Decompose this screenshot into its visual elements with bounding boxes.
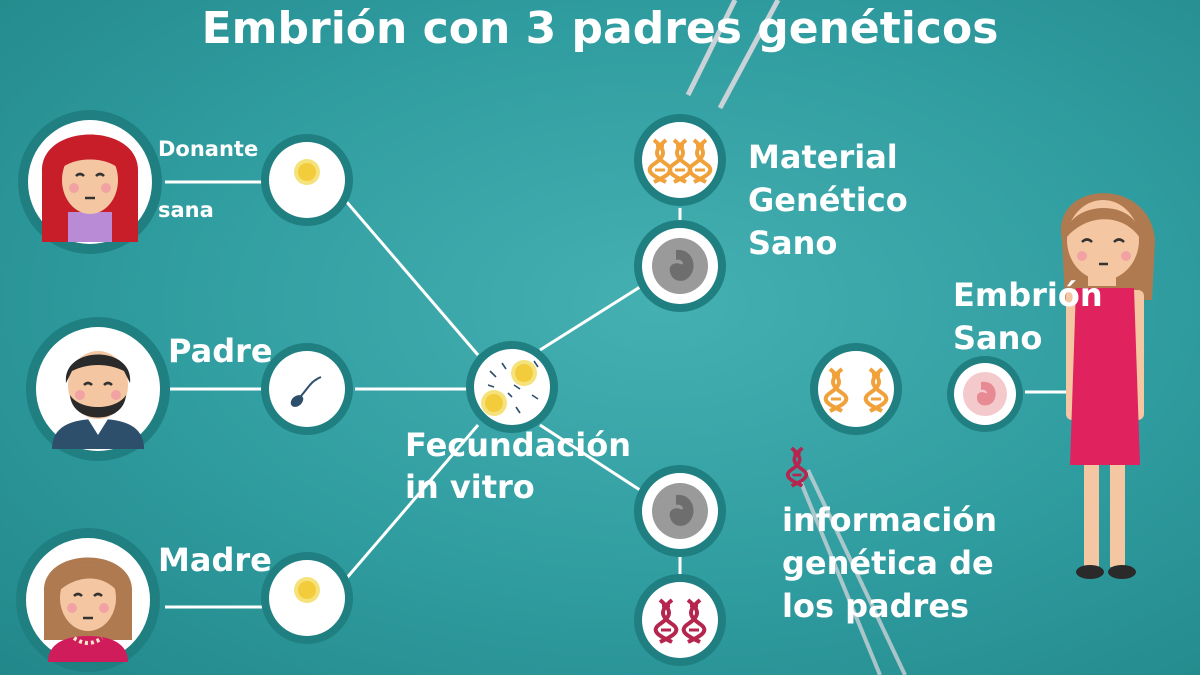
mother-label: Madre — [158, 541, 272, 579]
parents-dna-node — [634, 574, 726, 666]
embryo-node-top — [634, 220, 726, 312]
page-title: Embrión con 3 padres genéticos — [201, 3, 999, 54]
donor-label-line2: sana — [158, 198, 214, 222]
embryo-icon — [652, 238, 708, 294]
tweezers-icon — [685, 0, 907, 675]
ivf-label-line2: in vitro — [405, 468, 535, 506]
healthy-embryo-label-line1: Embrión — [953, 276, 1103, 314]
fertilization-icon — [466, 341, 558, 433]
mother-egg-node — [261, 552, 353, 644]
donor-avatar-icon — [18, 110, 162, 254]
dna-icon — [785, 446, 809, 488]
healthy-dna-node — [634, 114, 726, 206]
embryo-node-bottom — [634, 465, 726, 557]
sperm-node — [261, 343, 353, 435]
woman-figure-icon — [1061, 193, 1155, 579]
parents-info-label-line2: genética de — [782, 544, 994, 582]
father-label: Padre — [168, 332, 273, 370]
parents-info-label-line1: información — [782, 501, 998, 539]
healthy-embryo-node — [947, 356, 1023, 432]
combined-dna-node — [810, 343, 902, 435]
sperm-icon — [290, 376, 322, 407]
ivf-label-line1: Fecundación — [405, 426, 631, 464]
healthy-material-label-line2: Genético — [748, 181, 908, 219]
embryo-icon — [652, 483, 708, 539]
egg-icon — [294, 159, 320, 185]
egg-icon — [294, 577, 320, 603]
donor-label-line1: Donante — [158, 137, 259, 161]
healthy-material-label-line3: Sano — [748, 224, 838, 262]
donor-egg-node — [261, 134, 353, 226]
mother-avatar-icon — [16, 528, 160, 672]
healthy-embryo-label-line2: Sano — [953, 319, 1043, 357]
parents-info-label-line3: los padres — [782, 587, 970, 625]
healthy-material-label-line1: Material — [748, 138, 898, 176]
connector-lines — [165, 180, 1108, 609]
father-avatar-icon — [26, 317, 170, 461]
